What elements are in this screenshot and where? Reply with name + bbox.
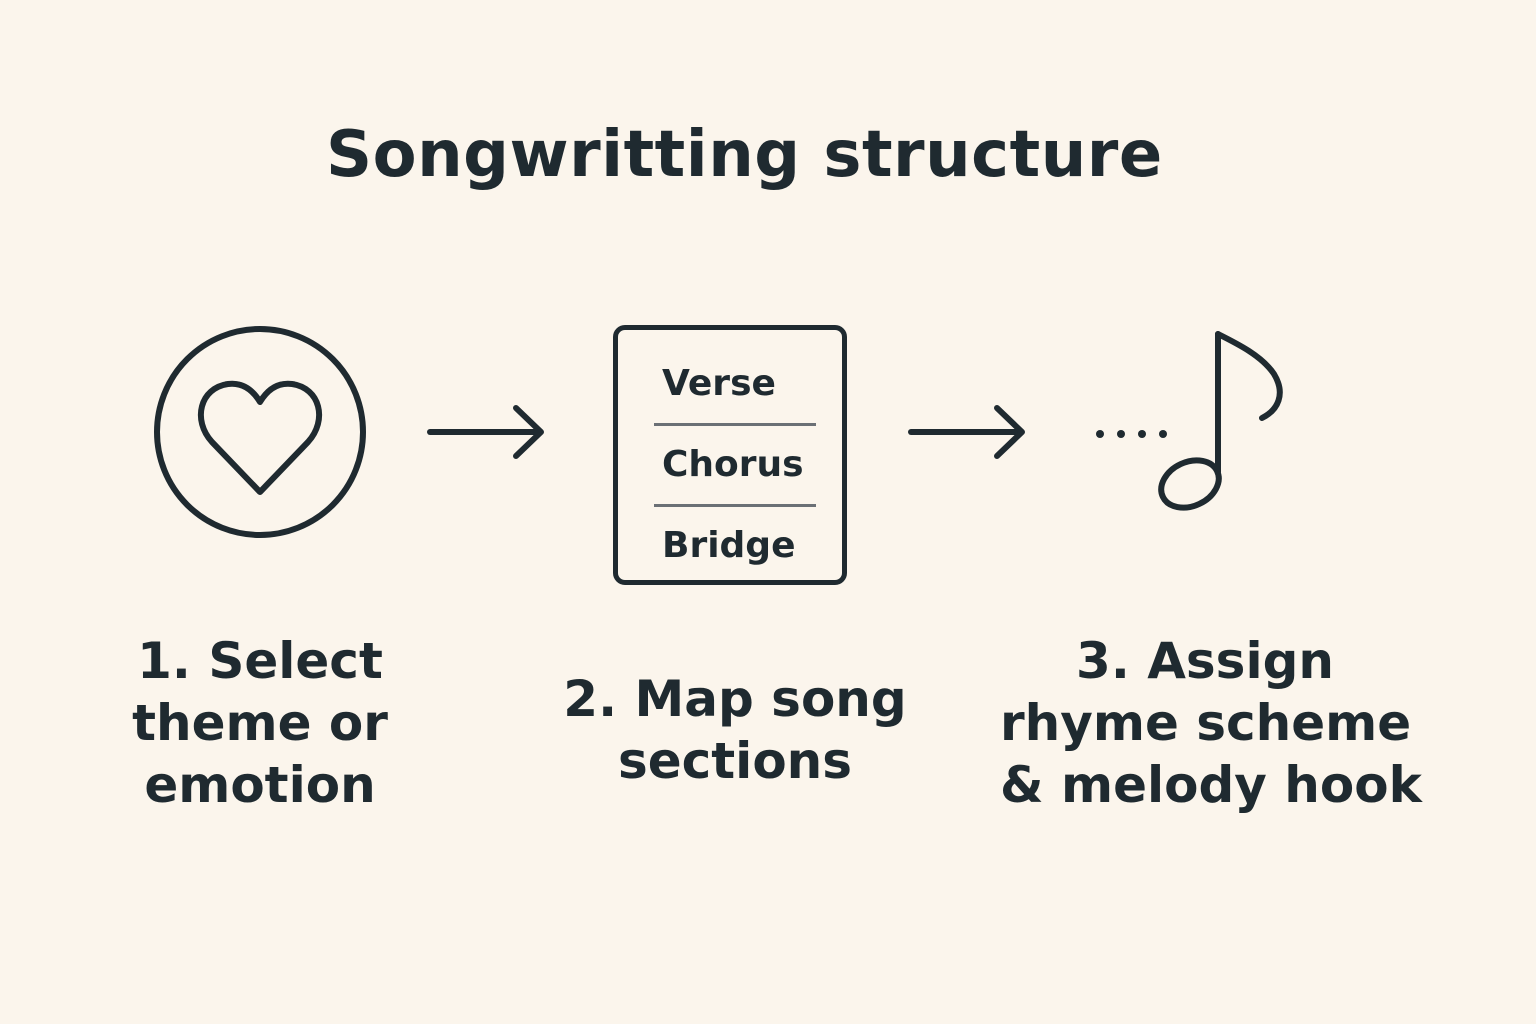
heart-circle-icon	[154, 326, 366, 538]
card-divider	[654, 504, 816, 507]
diagram-title: Songwritting structure	[326, 118, 1163, 192]
step-2-label-line: 2. Map song	[563, 670, 907, 728]
song-sections-card: Verse Chorus Bridge	[613, 325, 847, 585]
card-row-verse: Verse	[662, 363, 776, 404]
dots-icon	[1096, 430, 1167, 438]
music-note-icon	[1158, 331, 1283, 511]
step-3-label-line: 3. Assign	[1076, 632, 1334, 690]
step-1-label: 1. Select theme or emotion	[110, 630, 410, 816]
card-row-bridge: Bridge	[662, 525, 796, 566]
card-divider	[654, 423, 816, 426]
card-row-chorus: Chorus	[662, 444, 804, 485]
step-3-label-line: & melody hook	[1000, 756, 1422, 814]
arrow-right-icon	[908, 405, 1025, 459]
step-3-label: 3. Assign rhyme scheme & melody hook	[1000, 630, 1422, 816]
step-1-label-line: emotion	[144, 756, 376, 814]
step-3-label-line: rhyme scheme	[1000, 694, 1412, 752]
step-2-label-line: sections	[617, 732, 853, 790]
step-2-label: 2. Map song sections	[560, 668, 910, 792]
arrow-right-icon	[427, 405, 544, 459]
step-1-label-line: 1. Select	[137, 632, 383, 690]
step-1-label-line: theme or	[132, 694, 388, 752]
heart-icon	[197, 380, 323, 495]
